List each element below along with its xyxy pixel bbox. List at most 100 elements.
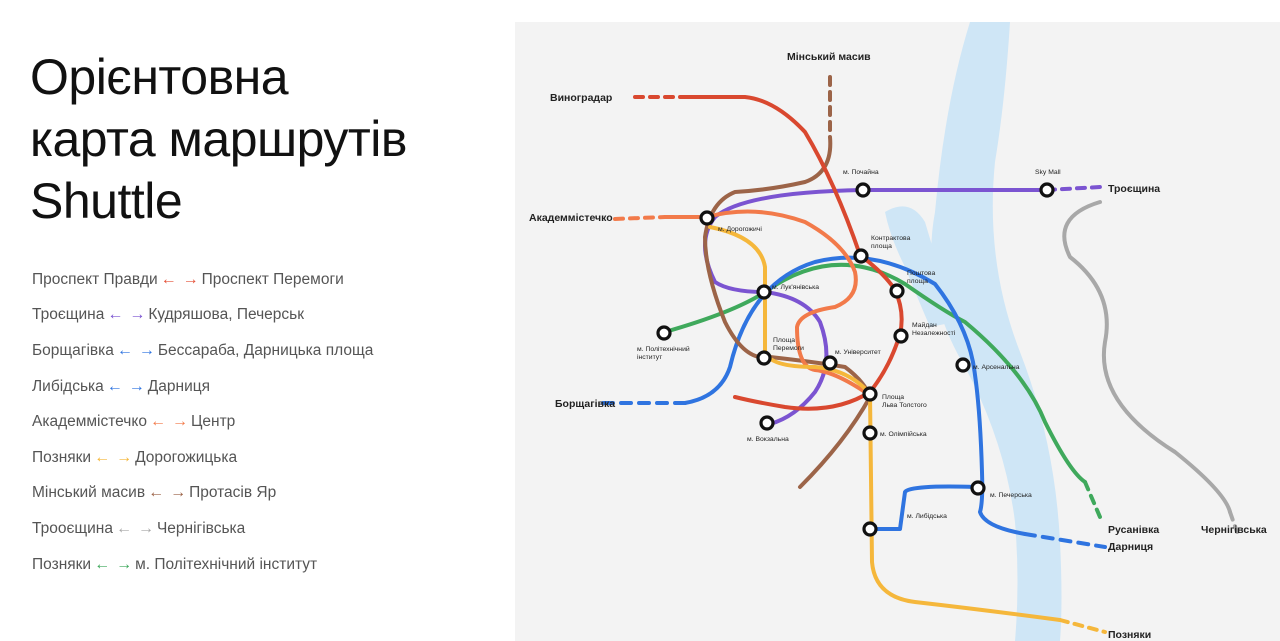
terminal-chernihivska: Чернігівська [1201,524,1267,536]
route-to: Дорогожицька [135,448,238,466]
arrow-right-icon: → [137,519,154,537]
station-marker-universytet[interactable] [822,355,838,371]
arrow-left-icon: ← [94,555,111,573]
station-poshtova-1: Поштова [907,270,935,277]
arrow-right-icon: → [116,555,133,573]
route-blue-line [683,255,1027,536]
title-line-3: Shuttle [30,173,183,229]
terminal-vynohradar: Виноградар [550,92,612,104]
station-vokzalna: м. Вокзальна [747,436,789,443]
terminal-akademmistechko: Академмістечко [529,212,613,224]
route-item[interactable]: Борщагівка←→Бессараба, Дарницька площа [32,333,373,369]
station-marker-dorohozhychi[interactable] [699,210,715,226]
route-gray-dash [1228,510,1239,534]
route-from: Либідська [32,377,104,395]
arrow-right-icon: → [170,484,187,502]
route-blue-lybid [868,484,977,531]
route-from: Позняки [32,448,92,466]
route-yellow-dash [1058,618,1107,634]
station-tolstoho-2: Льва Толстого [882,402,927,409]
route-item[interactable]: Позняки←→Дорогожицька [32,440,373,476]
station-tolstoho-1: Площа [882,394,904,401]
arrow-left-icon: ← [160,270,177,288]
station-pecherska: м. Печерська [990,492,1032,499]
terminal-darnytsia: Дарниця [1108,541,1153,553]
arrow-right-icon: → [182,270,199,288]
station-polytech-1: м. Політехнічний [637,345,690,353]
station-poshtova-2: площа [907,278,928,285]
station-marker-peremohy[interactable] [756,350,772,366]
station-marker-pecherska[interactable] [970,480,986,496]
station-marker-tolstoho[interactable] [862,386,878,402]
route-item[interactable]: Академмістечко←→Центр [32,404,373,440]
route-from: Академмістечко [32,413,147,431]
river-branch [885,206,955,327]
route-to: м. Політехнічний інститут [135,555,318,573]
terminal-borshchahivka: Борщагівка [555,398,615,410]
station-peremohy-1: Площа [773,337,795,344]
route-from: Троєщина [32,306,105,324]
route-to: Дарниця [147,377,210,395]
arrow-left-icon: ← [149,413,166,431]
route-to: Бессараба, Дарницька площа [157,341,374,359]
route-green-dash [1083,480,1102,519]
station-marker-lukianivska[interactable] [756,284,772,300]
route-purple-dash [1045,185,1102,192]
arrow-left-icon: ← [106,377,123,395]
route-orange-line [663,209,867,394]
route-item[interactable]: Позняки←→м. Політехнічний інститут [32,547,373,583]
page-title: Орієнтовна карта маршрутів Shuttle [30,46,407,232]
station-lukianivska: м. Лук'янівська [772,283,819,291]
arrow-left-icon: ← [107,306,124,324]
station-marker-vokzalna[interactable] [759,415,775,431]
route-map: Мінський масив Виноградар Троєщина Акаде… [515,22,1280,641]
route-from: Трооєщина [32,519,113,537]
station-marker-arsenalna[interactable] [955,357,971,373]
route-blue-dash-2 [1023,532,1107,549]
route-item[interactable]: Троєщина←→Кудряшова, Печерськ [32,298,373,334]
terminal-pozniaky: Позняки [1108,629,1151,641]
station-maidan-2: Незалежності [912,329,956,337]
route-orange-dash [613,215,667,221]
terminal-minsky: Мінський масив [787,51,871,63]
station-marker-skymall[interactable] [1039,182,1055,198]
arrow-left-icon: ← [116,341,133,359]
station-peremohy-2: Перемоги [773,345,804,352]
route-to: Протасів Яр [189,484,277,502]
arrow-right-icon: → [129,306,146,324]
route-from: Мінський масив [32,484,146,502]
legend-panel: Орієнтовна карта маршрутів Shuttle Просп… [0,0,515,641]
map-svg: Мінський масив Виноградар Троєщина Акаде… [529,22,1267,641]
terminal-rusanivka: Русанівка [1108,524,1159,536]
route-item[interactable]: Проспект Правди← →Проспект Перемоги [32,262,373,298]
route-purple-line [713,188,1049,219]
station-pochaina: м. Почайна [843,168,879,176]
station-marker-pochaina[interactable] [855,182,871,198]
route-from: Борщагівка [32,341,114,359]
arrow-right-icon: → [116,448,133,466]
terminal-troieshchyna: Троєщина [1108,183,1160,195]
station-universytet: м. Університет [835,348,881,356]
route-to: Проспект Перемоги [201,270,344,288]
station-skymall: Sky Mall [1035,169,1061,176]
station-maidan-1: Майдан [912,321,937,329]
station-marker-poshtova[interactable] [889,283,905,299]
station-marker-polytech[interactable] [656,325,672,341]
station-lybidska: м. Либідська [907,512,947,520]
station-marker-olimpiiska[interactable] [862,425,878,441]
station-marker-lybidska[interactable] [862,521,878,537]
station-kontraktova-2: площа [871,243,892,250]
station-marker-maidan[interactable] [893,328,909,344]
station-arsenalna: м. Арсенальна [973,364,1020,371]
route-item[interactable]: Мінський масив←→Протасів Яр [32,476,373,512]
route-gray-line [1062,200,1232,514]
route-green-line [663,262,1087,484]
route-item[interactable]: Трооєщина←→Чернігівська [32,511,373,547]
station-marker-kontraktova[interactable] [853,248,869,264]
dnipro-river [931,22,1062,641]
route-item[interactable]: Либідська←→Дарниця [32,369,373,405]
title-line-2: карта маршрутів [30,111,407,167]
route-from: Проспект Правди [32,270,158,288]
arrow-left-icon: ← [115,519,132,537]
